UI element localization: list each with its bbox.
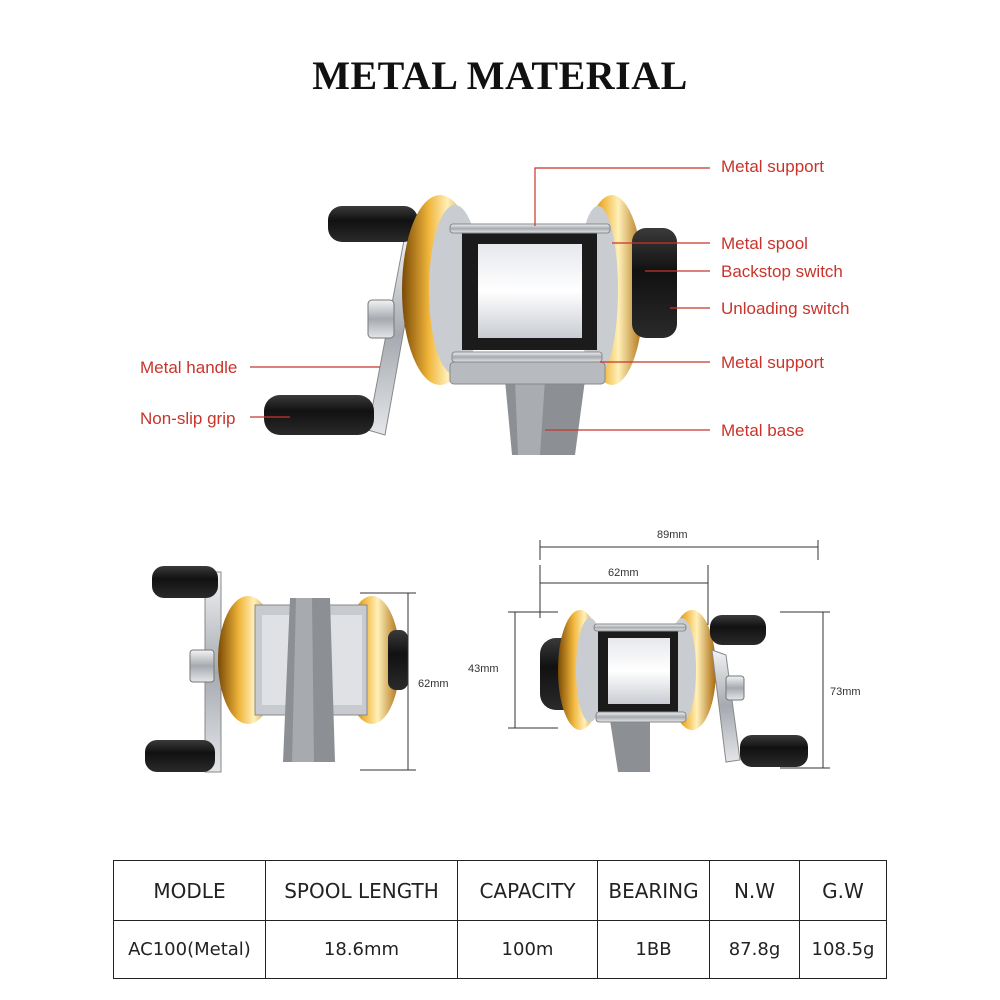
side-dimension-line bbox=[360, 592, 416, 771]
callout-unloading-switch: Unloading switch bbox=[721, 299, 850, 318]
cell-bearing: 1BB bbox=[597, 920, 710, 979]
header-net-weight: N.W bbox=[709, 860, 800, 921]
callout-metal-support-bottom: Metal support bbox=[721, 353, 824, 372]
header-model: MODLE bbox=[113, 860, 266, 921]
dim-body-width: 62mm bbox=[608, 567, 639, 579]
callout-metal-base: Metal base bbox=[721, 421, 805, 440]
callout-metal-support-top: Metal support bbox=[721, 157, 824, 176]
front-dimension-lines bbox=[508, 540, 830, 769]
cell-capacity: 100m bbox=[457, 920, 598, 979]
spec-table: MODLE SPOOL LENGTH CAPACITY BEARING N.W … bbox=[113, 860, 887, 979]
header-spool-length: SPOOL LENGTH bbox=[265, 860, 458, 921]
dim-side-height: 62mm bbox=[418, 678, 449, 690]
page-title: METAL MATERIAL bbox=[312, 53, 688, 98]
header-gross-weight: G.W bbox=[799, 860, 887, 921]
side-view-reel-image bbox=[145, 566, 408, 773]
table-row: AC100(Metal) 18.6mm 100m 1BB 87.8g 108.5… bbox=[113, 920, 887, 979]
dim-overall-height: 73mm bbox=[830, 686, 861, 698]
dim-body-height: 43mm bbox=[468, 663, 499, 675]
callout-metal-spool: Metal spool bbox=[721, 234, 808, 253]
callout-non-slip-grip: Non-slip grip bbox=[140, 409, 236, 428]
cell-gross-weight: 108.5g bbox=[799, 920, 887, 979]
callout-backstop-switch: Backstop switch bbox=[721, 262, 843, 281]
callout-metal-handle: Metal handle bbox=[140, 358, 238, 377]
callout-leaders bbox=[250, 167, 710, 431]
front-view-reel-image bbox=[540, 610, 808, 772]
cell-model: AC100(Metal) bbox=[113, 920, 266, 979]
dim-overall-width: 89mm bbox=[657, 529, 688, 541]
spec-table-header-row: MODLE SPOOL LENGTH CAPACITY BEARING N.W … bbox=[113, 860, 887, 921]
cell-spool-length: 18.6mm bbox=[265, 920, 458, 979]
cell-net-weight: 87.8g bbox=[709, 920, 800, 979]
header-bearing: BEARING bbox=[597, 860, 710, 921]
header-capacity: CAPACITY bbox=[457, 860, 598, 921]
main-reel-image bbox=[264, 195, 677, 455]
